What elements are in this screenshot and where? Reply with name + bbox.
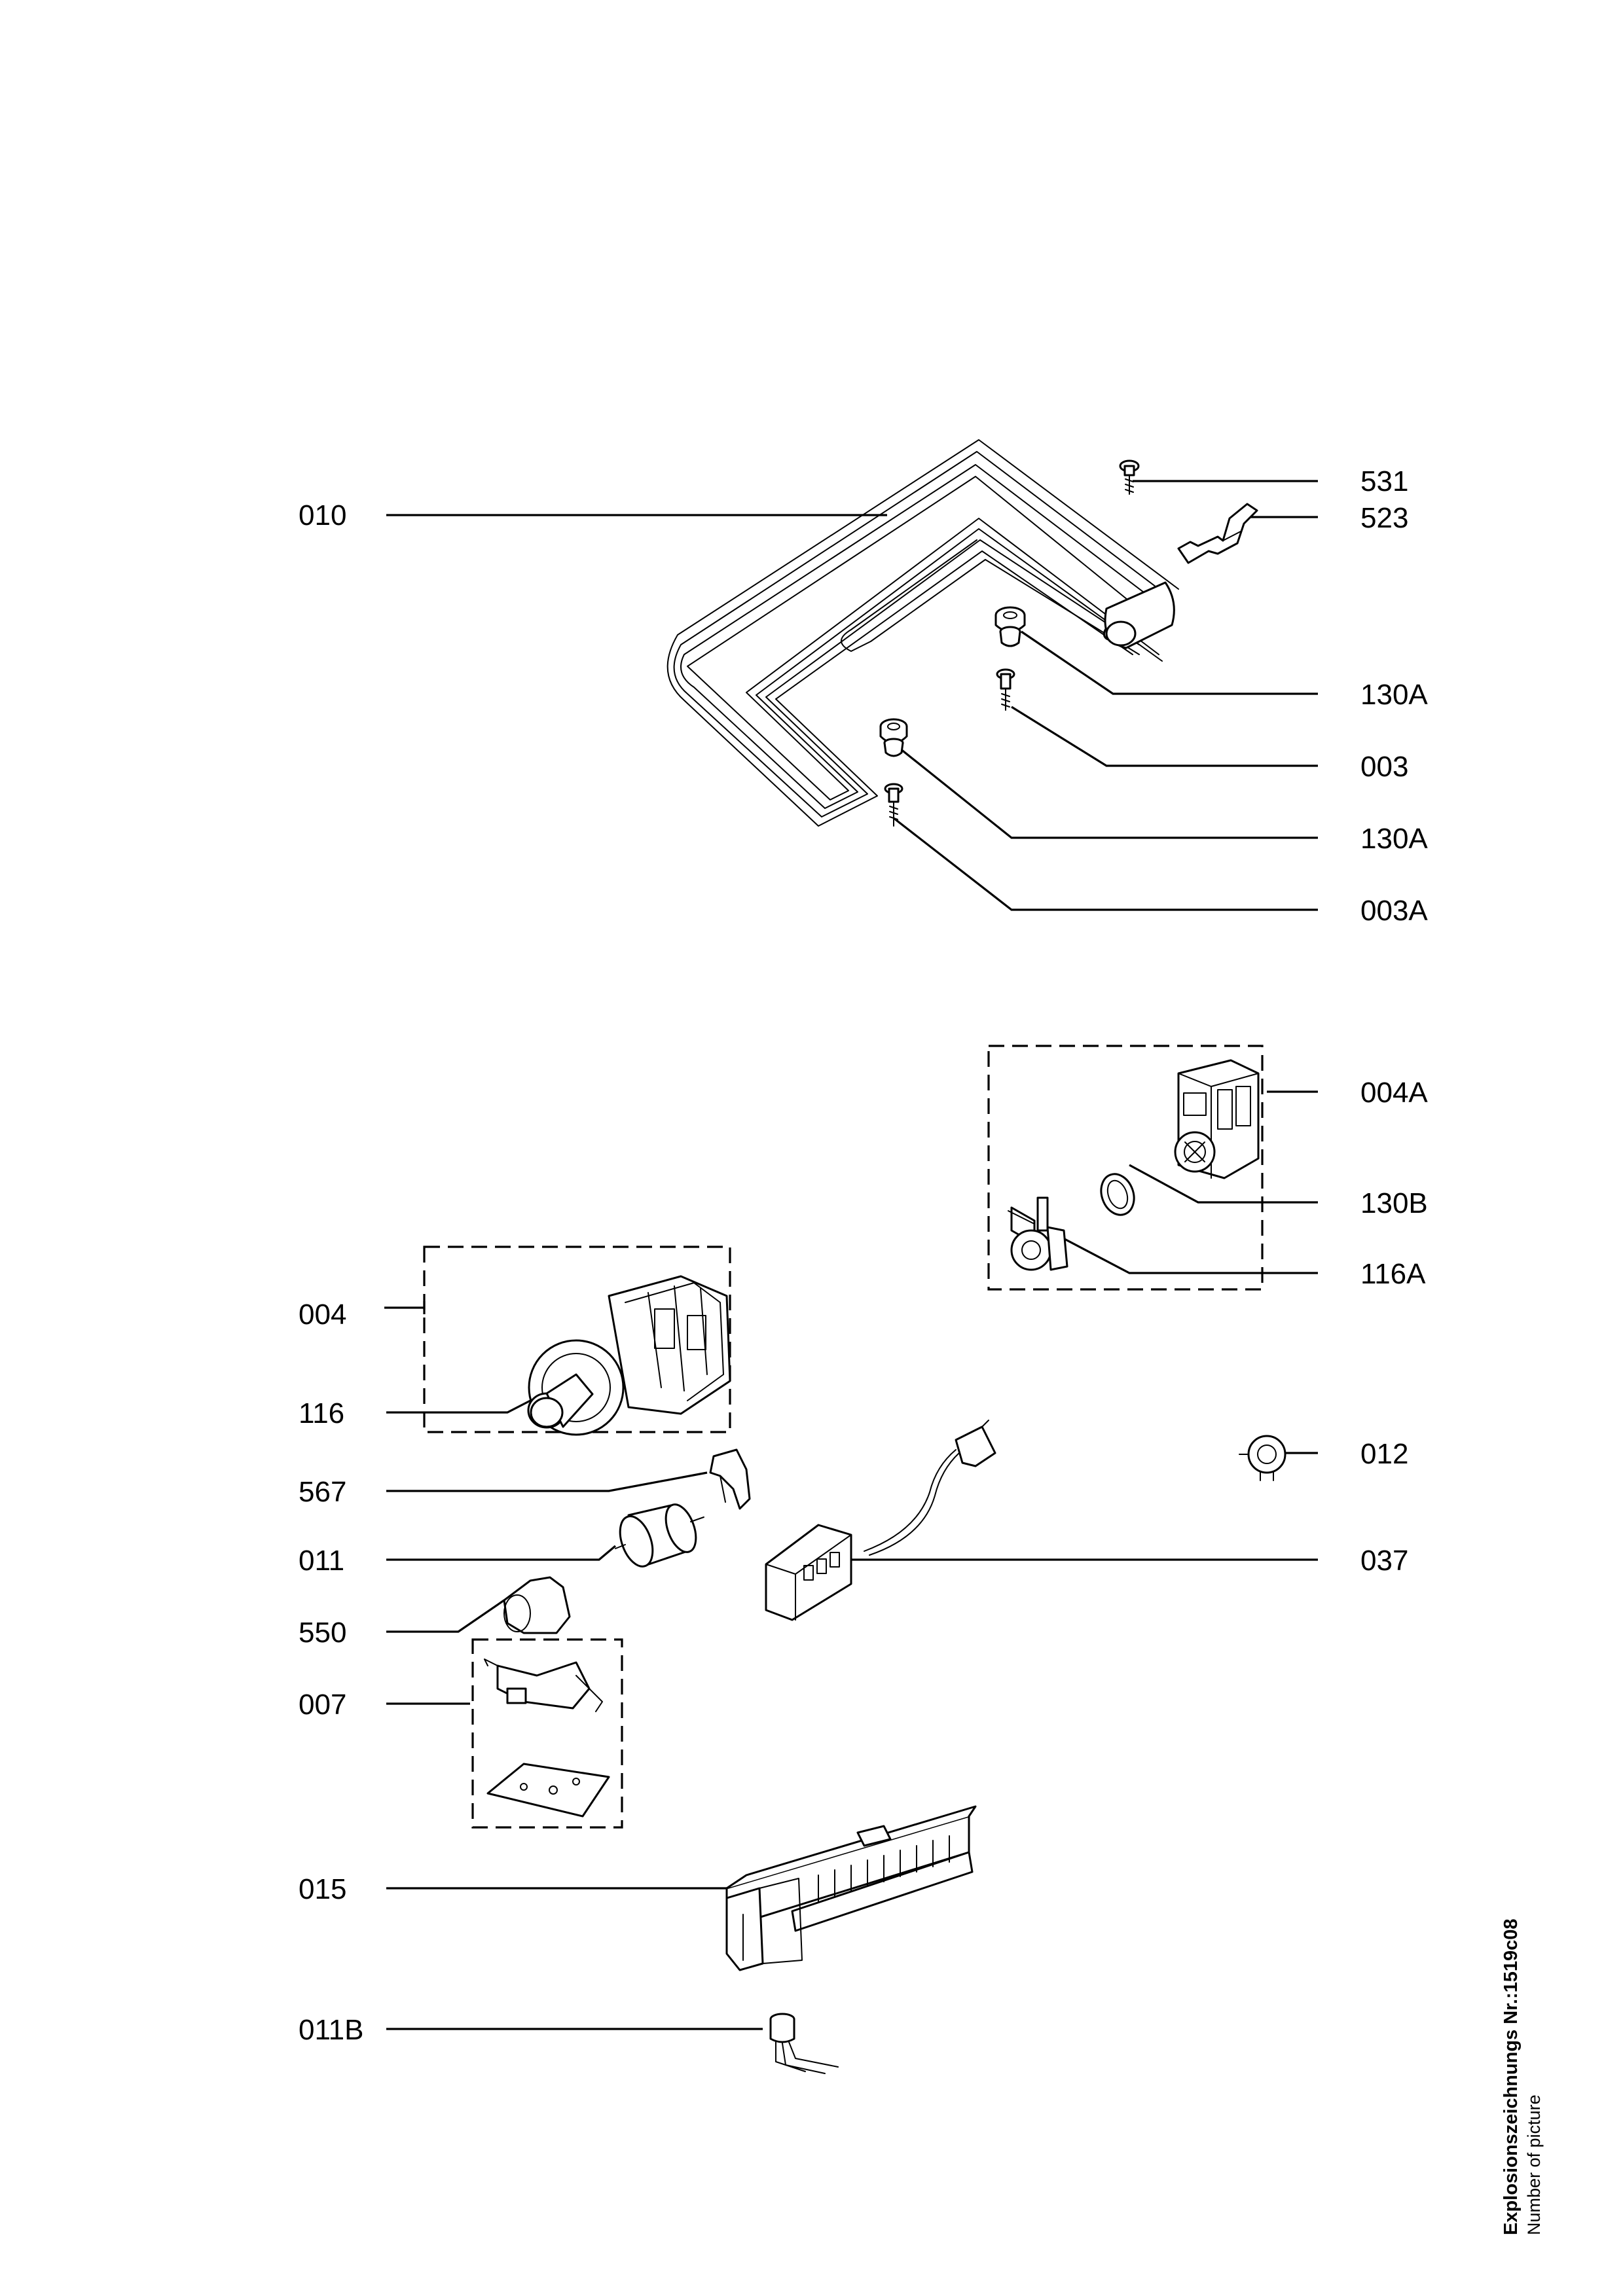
cap-550 [503, 1576, 571, 1634]
callout-011B: 011B [299, 2014, 364, 2046]
heating-element-010 [666, 439, 1179, 827]
callout-130A: 130A [1360, 823, 1428, 855]
callout-130A: 130A [1360, 679, 1428, 711]
callout-037: 037 [1360, 1545, 1408, 1577]
seal-ring-130B [1100, 1173, 1135, 1216]
callout-labels: 010 531 523 130A 003 130A 003A 004A 130B… [299, 465, 1428, 2046]
callout-130B: 130B [1360, 1187, 1428, 1219]
callout-531: 531 [1360, 465, 1408, 497]
callout-007: 007 [299, 1689, 346, 1721]
caption-line-2: Number of picture [1524, 2094, 1544, 2235]
callout-011: 011 [299, 1545, 344, 1577]
clip-567 [709, 1448, 751, 1510]
callout-004: 004 [299, 1299, 346, 1331]
callout-004A: 004A [1360, 1077, 1428, 1109]
switch-007 [484, 1659, 610, 1818]
callout-003: 003 [1360, 751, 1408, 783]
callout-523: 523 [1360, 502, 1408, 534]
callout-567: 567 [299, 1476, 346, 1508]
capacitor-011 [615, 1503, 704, 1568]
screw-003 [996, 668, 1015, 711]
pump-004A [1174, 1059, 1260, 1179]
picture-number-caption: Explosionszeichnungs Nr.:1519c08 Number … [1499, 1895, 1565, 2235]
callout-012: 012 [1360, 1438, 1408, 1470]
callout-116A: 116A [1360, 1258, 1426, 1290]
cable-connector-037 [765, 1420, 996, 1621]
screw-531 [1119, 459, 1140, 495]
callout-550: 550 [299, 1617, 346, 1649]
callout-010: 010 [299, 499, 346, 531]
circulation-pump-004 [527, 1275, 731, 1436]
terminal-slots [818, 1835, 950, 1902]
grommet-130A-upper [994, 606, 1026, 647]
callout-116: 116 [299, 1397, 344, 1429]
grommet-130A-lower [879, 718, 908, 757]
assembly-group-boxes [423, 1045, 1264, 1829]
fitting-116A [1008, 1196, 1068, 1271]
part-012 [1239, 1435, 1286, 1481]
terminal-block-015 [725, 1805, 977, 1971]
caption-line-1: Explosionszeichnungs Nr.:1519c08 [1501, 1918, 1522, 2235]
bracket-523 [1177, 503, 1258, 564]
capacitor-011B [769, 2013, 839, 2074]
leader-lines [384, 480, 1318, 2030]
screw-003A [884, 783, 903, 827]
callout-015: 015 [299, 1873, 346, 1905]
callout-003A: 003A [1360, 895, 1428, 927]
